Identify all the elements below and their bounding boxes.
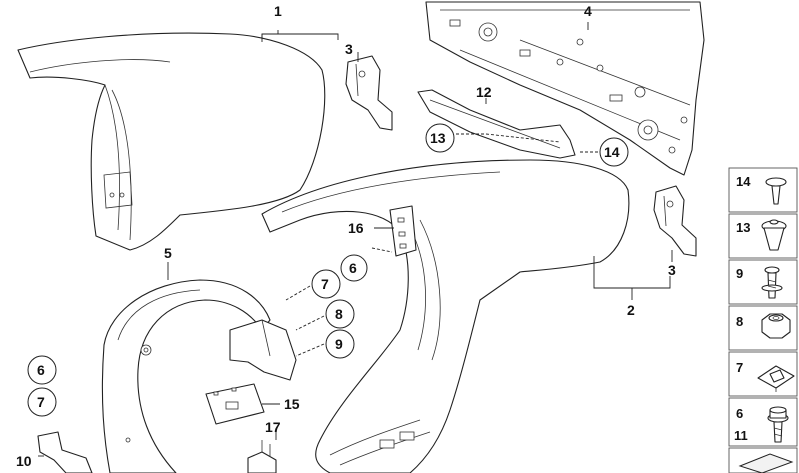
legend-label-14: 14 — [736, 174, 751, 189]
part-3-bracket-upper — [345, 55, 393, 131]
legend-label-7: 7 — [736, 360, 743, 375]
bolt-with-washer-icon — [767, 406, 789, 443]
part-17-mount — [247, 440, 277, 473]
legend-cell-14 — [728, 167, 798, 213]
callout-6-circle-left — [27, 355, 57, 385]
part-5-wheel-arch-liner — [101, 279, 271, 473]
callout-7-left: 7 — [37, 394, 45, 410]
callout-6-left: 6 — [37, 362, 45, 378]
callout-9: 9 — [335, 336, 343, 352]
legend-label-11: 11 — [734, 428, 748, 443]
callout-4: 4 — [584, 3, 592, 19]
part-15-cover-plate — [205, 383, 265, 425]
callout-9-circle — [325, 329, 355, 359]
nut-icon — [761, 313, 791, 339]
callout-2: 2 — [627, 302, 635, 318]
callout-13-circle — [425, 123, 455, 153]
callout-6-circle-mid — [340, 254, 368, 282]
part-16-bracket-plate — [389, 205, 417, 257]
callout-7-circle-left — [27, 387, 57, 417]
callout-17: 17 — [265, 419, 281, 435]
callout-7-mid: 7 — [321, 276, 329, 292]
callout-10: 10 — [16, 453, 32, 469]
callout-13: 13 — [430, 130, 446, 146]
callout-15: 15 — [284, 396, 300, 412]
shim-plate-icon — [738, 453, 794, 473]
push-rivet-icon — [765, 177, 787, 205]
part-liner-section — [229, 319, 297, 381]
screw-icon — [761, 266, 783, 299]
callout-5: 5 — [164, 245, 172, 261]
callout-8-circle — [325, 299, 355, 329]
callout-6-mid: 6 — [349, 260, 357, 276]
callout-8: 8 — [335, 306, 343, 322]
part-4-rear-panel — [425, 1, 705, 176]
callout-12: 12 — [476, 84, 492, 100]
leader-lines — [38, 22, 673, 457]
fastener-legend: 14 13 9 8 7 — [728, 167, 798, 473]
legend-label-13: 13 — [736, 220, 750, 235]
part-10-bracket — [37, 431, 93, 473]
part-1-side-panel-left — [17, 32, 326, 251]
callout-3-upper: 3 — [345, 41, 353, 57]
part-3-bracket-right — [653, 185, 697, 257]
legend-cell-9 — [728, 259, 798, 305]
part-2-side-panel-right — [261, 159, 630, 473]
legend-cell-13 — [728, 213, 798, 259]
expanding-rivet-icon — [761, 219, 787, 251]
legend-label-9: 9 — [736, 266, 743, 281]
legend-label-6: 6 — [736, 406, 743, 421]
legend-label-8: 8 — [736, 314, 743, 329]
clip-nut-icon — [757, 365, 795, 392]
callout-7-circle-mid — [311, 269, 341, 299]
callout-14: 14 — [604, 144, 620, 160]
callout-3-right: 3 — [668, 262, 676, 278]
legend-cell-6-11 — [728, 397, 798, 447]
callout-14-circle — [599, 137, 629, 167]
callout-16: 16 — [348, 220, 364, 236]
callout-1: 1 — [274, 3, 282, 19]
